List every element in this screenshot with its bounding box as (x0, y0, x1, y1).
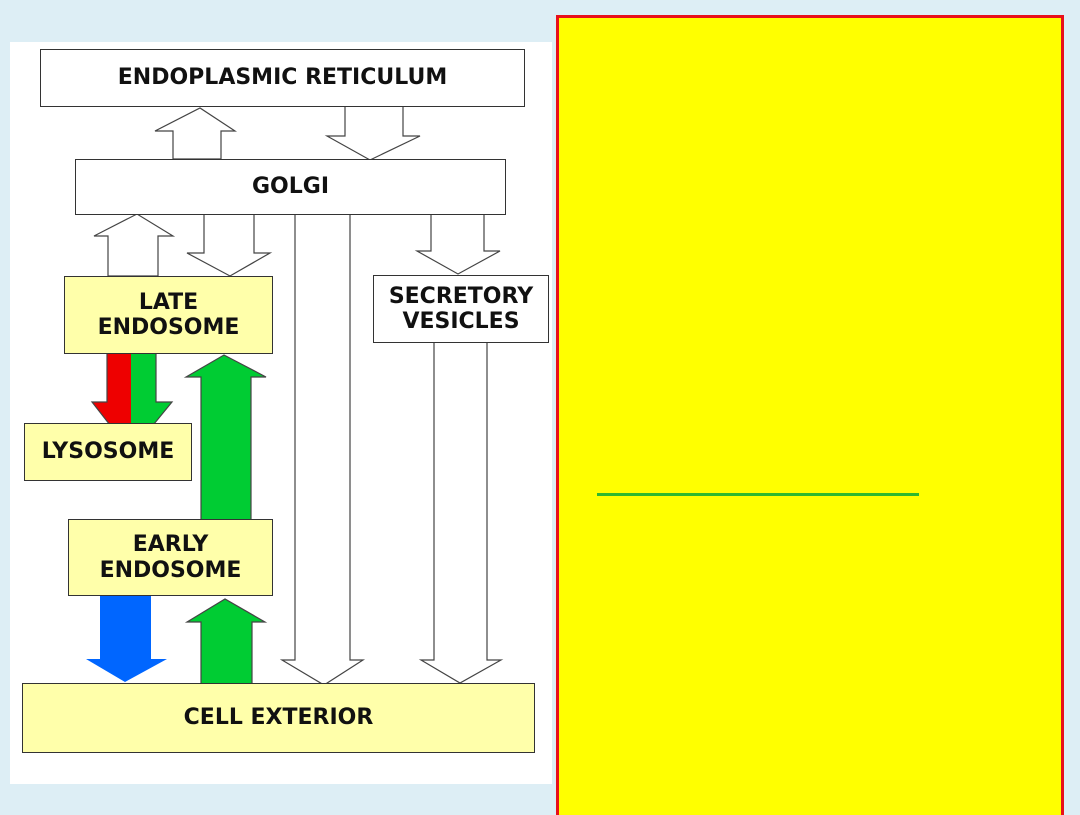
golgi-box: GOLGI (75, 159, 506, 215)
endoplasmic-reticulum-box: ENDOPLASMIC RETICULUM (40, 49, 525, 107)
up-arrow-late-endosome-to-golgi (93, 213, 176, 277)
green-arrow-exterior-to-early-endosome (184, 598, 268, 685)
pathway-diagram: ENDOPLASMIC RETICULUM GOLGI LATE ENDOSOM… (10, 42, 552, 784)
down-arrow-golgi-to-exterior (279, 213, 366, 686)
down-arrow-er-to-golgi (324, 105, 421, 161)
blue-arrow-early-endosome-to-exterior (86, 596, 167, 682)
down-arrow-secretory-to-exterior (418, 341, 504, 684)
down-arrow-golgi-to-secretory (414, 213, 501, 275)
lysosome-box: LYSOSOME (24, 423, 192, 481)
green-underline (597, 493, 919, 496)
notes-panel (556, 15, 1064, 815)
cell-exterior-box: CELL EXTERIOR (22, 683, 535, 753)
early-endosome-box: EARLY ENDOSOME (68, 519, 273, 596)
up-arrow-golgi-to-er (154, 107, 238, 160)
down-arrow-golgi-to-late-endosome (186, 213, 273, 277)
secretory-vesicles-box: SECRETORY VESICLES (373, 275, 549, 343)
green-arrow-early-to-late-endosome (183, 354, 267, 521)
arrows-layer (86, 105, 504, 686)
late-endosome-box: LATE ENDOSOME (64, 276, 273, 354)
